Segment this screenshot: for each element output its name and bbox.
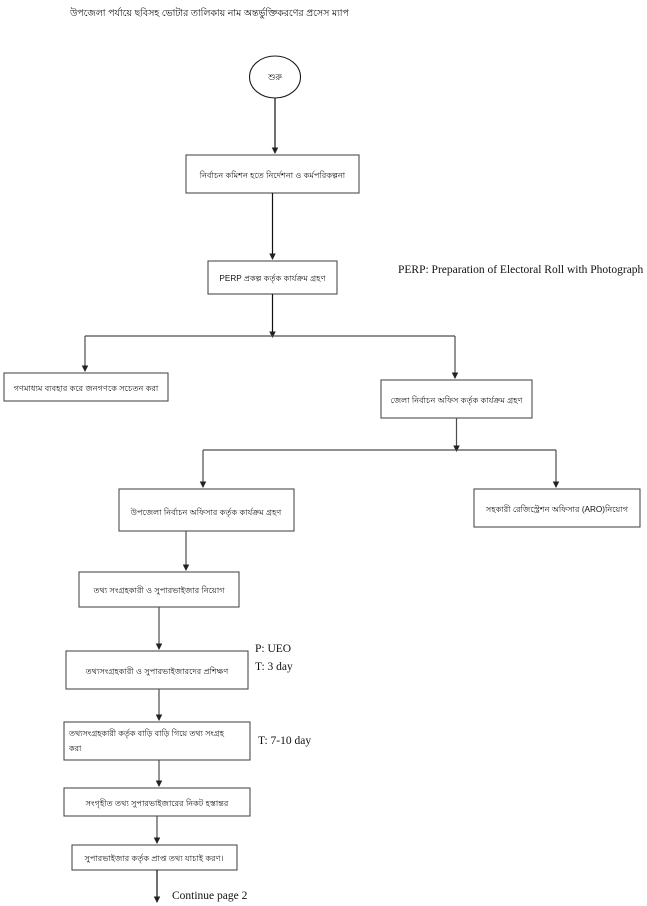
node-house-to-house-box [63, 721, 251, 761]
node-ec-directive-box [185, 154, 360, 194]
perp-legend-text: PERP: Preparation of Electoral Roll with… [398, 264, 644, 276]
node-media-awareness-box [3, 372, 169, 402]
node-collector-supervisor-appointment-box [78, 571, 240, 608]
node-perp-project-label: PERP প্রকল্প কর্তৃক কার্যক্রম গ্রহণ [219, 274, 325, 283]
node-aro-appointment-box [473, 488, 641, 528]
page-title: উপজেলা পর্যায়ে ছবিসহ ভোটার তালিকায় নাম… [69, 7, 350, 19]
node-aro-appointment-label: সহকারী রেজিস্ট্রেশন অফিসার (ARO)নিয়োগ [485, 504, 629, 514]
node-start-label: শুরু [267, 72, 282, 82]
annotation-training-person: P: UEO [255, 643, 291, 655]
annotation-collection-time: T: 7-10 day [258, 735, 311, 747]
node-verification-label: সুপারভাইজার কর্তৃক প্রাপ্ত তথ্য যাচাই কর… [83, 854, 223, 863]
node-upazila-officer-label: উপজেলা নির্বাচন অফিসার কর্তৃক কার্যক্রম … [130, 507, 282, 517]
node-handover-box [63, 787, 251, 817]
continue-page-label: Continue page 2 [172, 890, 248, 902]
node-verification-box [71, 844, 238, 871]
node-training-box [65, 650, 249, 690]
node-house-to-house-label-line2: করা [68, 744, 82, 753]
node-ec-directive-label: নির্বাচন কমিশন হতে নির্দেশনা ও কর্মপরিকল… [199, 171, 346, 180]
node-handover-label: সংগৃহীত তথ্য সুপারভাইজারের নিকট হস্তান্ত… [85, 798, 229, 808]
node-upazila-officer-box [118, 488, 295, 532]
node-media-awareness-label: গণমাধ্যম ব্যবহার করে জনগণকে সচেতন করা [14, 384, 159, 393]
node-district-office-label: জেলা নির্বাচন অফিস কর্তৃক কার্যক্রম গ্রহ… [391, 396, 523, 405]
annotation-training-time: T: 3 day [255, 661, 293, 673]
node-collector-supervisor-appointment-label: তথ্য সংগ্রহকারী ও সুপারভাইজার নিয়োগ [92, 585, 225, 595]
node-house-to-house-label-line1: তথ্যসংগ্রহকারী কর্তৃক বাড়ি বাড়ি গিয়ে … [68, 728, 225, 738]
node-training-label: তথ্যসংগ্রহকারী ও সুপারভাইজারদের প্রশিক্ষ… [85, 666, 229, 676]
